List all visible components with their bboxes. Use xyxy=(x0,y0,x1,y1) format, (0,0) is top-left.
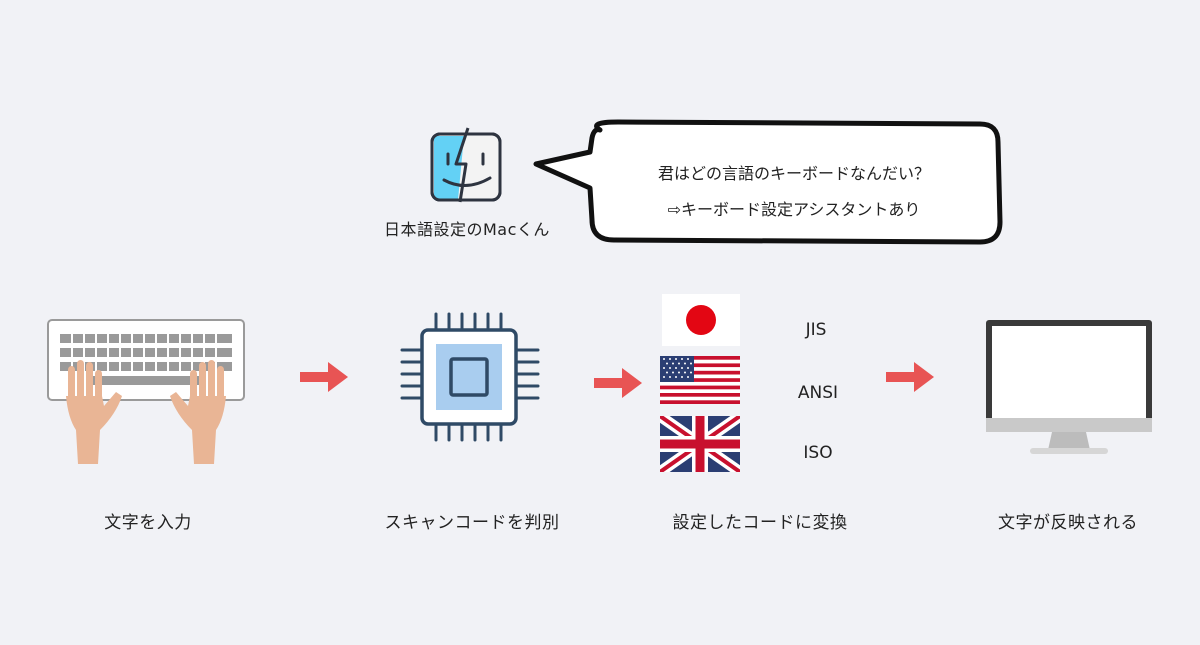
chip-icon xyxy=(400,312,540,442)
arrow-right-icon xyxy=(594,368,642,398)
arrow-right-icon xyxy=(300,362,348,392)
mascot-name: 日本語設定のMacくん xyxy=(384,220,550,239)
step-4-label: 文字が反映される xyxy=(998,513,1138,533)
arrow-right-icon xyxy=(886,362,934,392)
step-1-label: 文字を入力 xyxy=(104,513,192,533)
finder-face-icon xyxy=(430,127,502,203)
layout-code-jis: JIS xyxy=(805,320,827,340)
step-3-label: 設定したコードに変換 xyxy=(672,513,848,533)
step-2-label: スキャンコードを判別 xyxy=(384,513,560,533)
japan-flag-icon xyxy=(662,294,740,346)
bubble-line-1: 君はどの言語のキーボードなんだい？ xyxy=(657,164,930,183)
layout-code-iso: ISO xyxy=(803,443,833,463)
monitor-icon xyxy=(986,320,1152,454)
uk-flag-icon xyxy=(660,416,740,472)
keyboard-hands-icon xyxy=(47,319,245,464)
bubble-line-2: ⇨キーボード設定アシスタントあり xyxy=(667,200,921,219)
usa-flag-icon xyxy=(660,356,740,404)
speech-bubble-shape xyxy=(533,119,1003,245)
mascot: 日本語設定のMacくん xyxy=(380,126,570,241)
layout-code-ansi: ANSI xyxy=(797,383,839,403)
